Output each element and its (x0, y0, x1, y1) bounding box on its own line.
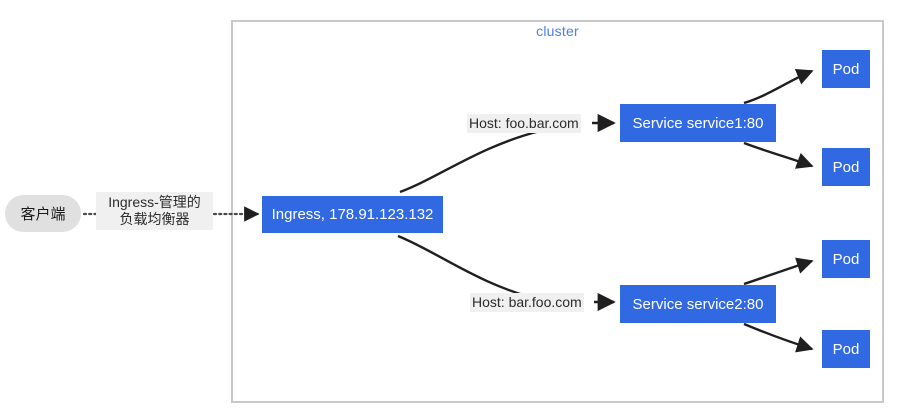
pod-label: Pod (832, 158, 860, 176)
pod-node-service1-1: Pod (822, 50, 870, 88)
ingress-label: Ingress, 178.91.123.132 (271, 206, 434, 223)
pod-label: Pod (832, 250, 860, 268)
cluster-label: cluster (536, 23, 579, 39)
pod-label: Pod (832, 340, 860, 358)
pod-node-service1-2: Pod (822, 148, 870, 186)
load-balancer-edge-label: Ingress-管理的 负载均衡器 (96, 192, 213, 230)
pod-node-service2-2: Pod (822, 330, 870, 368)
host-label-foo-bar-com: Host: foo.bar.com (467, 114, 581, 133)
client-label: 客户端 (20, 206, 66, 223)
load-balancer-label-line-1: Ingress-管理的 (108, 194, 201, 210)
service2-label: Service service2:80 (632, 295, 764, 313)
service-node-service2: Service service2:80 (620, 285, 776, 323)
service-node-service1: Service service1:80 (620, 104, 776, 142)
ingress-node: Ingress, 178.91.123.132 (262, 196, 443, 233)
pod-node-service2-1: Pod (822, 240, 870, 278)
load-balancer-label-line-2: 负载均衡器 (119, 211, 190, 227)
service1-label: Service service1:80 (632, 114, 764, 132)
host-label-bar-foo-com: Host: bar.foo.com (470, 293, 584, 312)
pod-label: Pod (832, 60, 860, 78)
cluster-boundary (231, 20, 884, 403)
client-node: 客户端 (5, 195, 81, 232)
